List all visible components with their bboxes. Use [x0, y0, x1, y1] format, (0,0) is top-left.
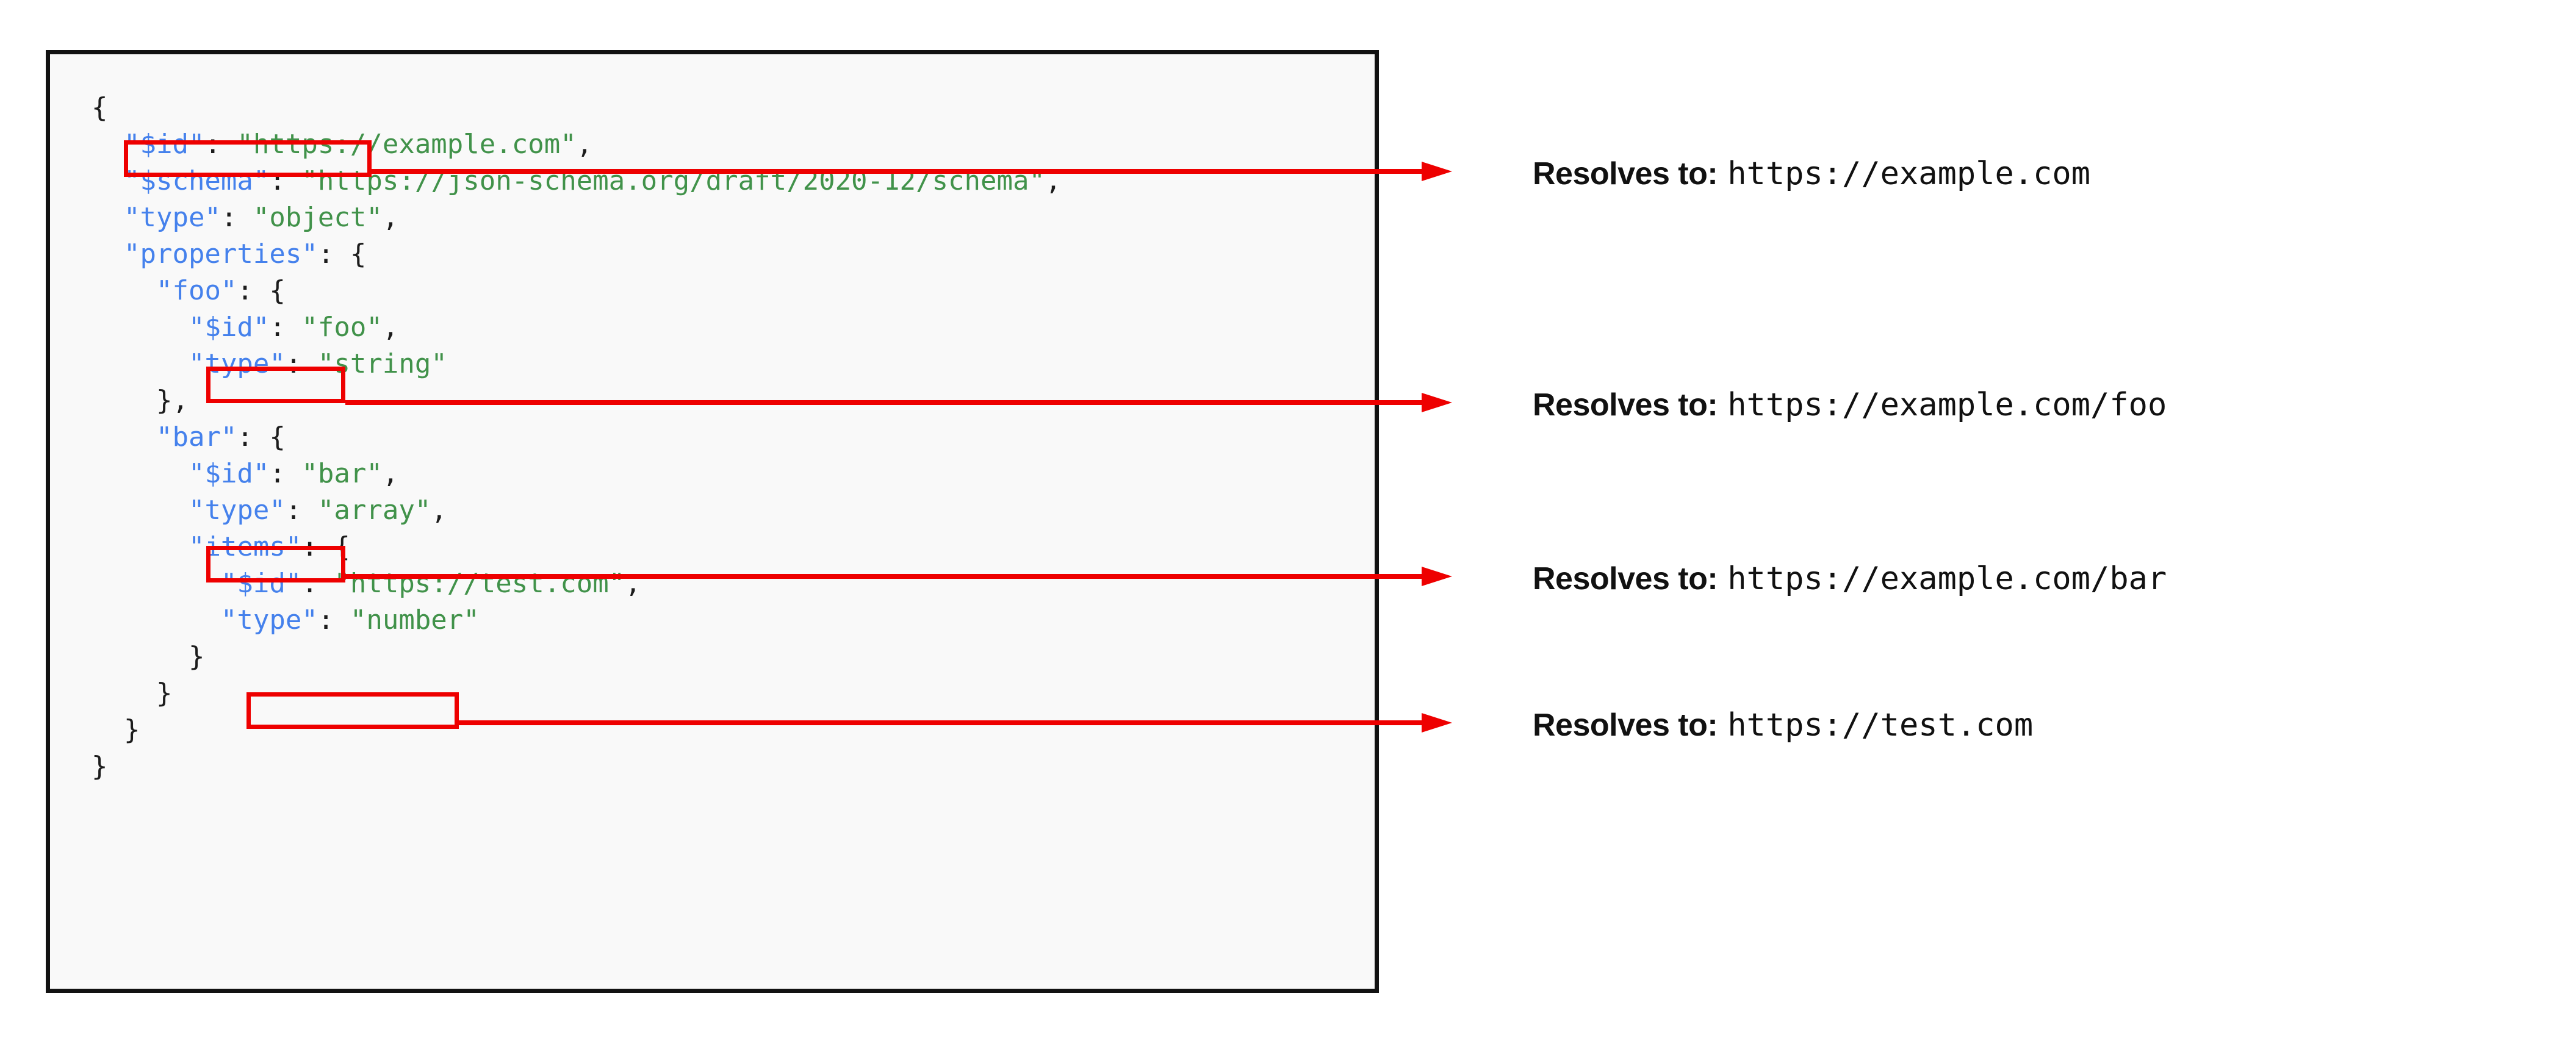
code-token-pun: } — [92, 751, 108, 782]
code-token-str: "string" — [317, 348, 447, 379]
code-token-str: "array" — [317, 495, 431, 526]
code-token-key: "foo" — [156, 275, 237, 306]
code-line: "$id": "https://example.com", — [92, 126, 1375, 163]
code-token-key: "type" — [123, 202, 221, 233]
code-token-key: "properties" — [123, 238, 318, 270]
code-line: } — [92, 748, 1375, 785]
resolve-root: Resolves to:https://example.com — [1533, 156, 2090, 192]
code-token-pun: : — [220, 202, 253, 233]
code-indent — [92, 165, 124, 196]
code-token-str: "https://json-schema.org/draft/2020-12/s… — [301, 165, 1045, 196]
code-indent — [92, 458, 189, 489]
code-line: "$id": "bar", — [92, 456, 1375, 492]
code-token-key: "$id" — [220, 568, 302, 599]
code-token-pun: : — [269, 312, 302, 343]
code-line: "items": { — [92, 529, 1375, 565]
code-token-pun: , — [382, 458, 399, 489]
code-line: } — [92, 712, 1375, 748]
code-indent — [92, 202, 124, 233]
code-token-key: "type" — [220, 604, 318, 636]
code-token-pun: : { — [317, 238, 367, 270]
code-indent — [92, 312, 189, 343]
code-token-pun: { — [92, 92, 108, 123]
code-token-key: "items" — [188, 531, 302, 562]
code-indent — [92, 275, 156, 306]
resolve-foo: Resolves to:https://example.com/foo — [1533, 387, 2167, 423]
code-token-key: "$id" — [188, 312, 270, 343]
code-indent — [92, 714, 124, 745]
code-indent — [92, 531, 189, 562]
code-indent — [92, 421, 156, 453]
resolves-to-label: Resolves to: — [1533, 708, 1718, 743]
code-token-pun: : — [204, 129, 237, 160]
code-line: "type": "string" — [92, 346, 1375, 382]
code-token-key: "$id" — [188, 458, 270, 489]
code-token-pun: , — [576, 129, 593, 160]
code-line: } — [92, 675, 1375, 712]
code-indent — [92, 568, 221, 599]
code-line: "$id": "foo", — [92, 309, 1375, 346]
code-token-key: "type" — [188, 495, 286, 526]
code-token-pun: , — [382, 202, 399, 233]
resolves-to-label: Resolves to: — [1533, 156, 1718, 192]
resolve-items: Resolves to: https://test.com — [1533, 707, 2033, 744]
code-line: "type": "array", — [92, 492, 1375, 529]
json-schema-code-panel: { "$id": "https://example.com", "$schema… — [46, 50, 1379, 993]
code-token-pun: , — [625, 568, 641, 599]
code-token-str: "bar" — [301, 458, 383, 489]
code-token-str: "object" — [253, 202, 383, 233]
code-indent — [92, 348, 189, 379]
code-token-pun: : { — [237, 421, 286, 453]
code-token-key: "$id" — [123, 129, 205, 160]
resolved-uri: https://example.com/bar — [1727, 561, 2167, 597]
resolved-uri: https://example.com/foo — [1727, 387, 2167, 423]
code-indent — [92, 641, 189, 672]
json-schema-code: { "$id": "https://example.com", "$schema… — [50, 54, 1375, 989]
resolved-uri: https://example.com — [1727, 156, 2091, 192]
resolves-to-label: Resolves to: — [1533, 561, 1718, 597]
code-line: { — [92, 90, 1375, 126]
code-token-pun: : — [269, 458, 302, 489]
code-token-pun: : — [301, 568, 334, 599]
code-indent — [92, 604, 221, 636]
code-indent — [92, 678, 156, 709]
code-line: } — [92, 639, 1375, 675]
code-token-pun: : { — [301, 531, 350, 562]
code-token-key: "type" — [188, 348, 286, 379]
code-token-pun: : — [317, 604, 350, 636]
code-line: }, — [92, 382, 1375, 419]
code-line: "foo": { — [92, 273, 1375, 309]
code-token-pun: : — [285, 495, 318, 526]
code-token-key: "bar" — [156, 421, 237, 453]
code-token-str: "foo" — [301, 312, 383, 343]
code-line: "$id": "https://test.com", — [92, 565, 1375, 602]
code-token-pun: }, — [156, 385, 189, 416]
code-token-pun: } — [123, 714, 140, 745]
code-token-str: "https://test.com" — [334, 568, 625, 599]
code-token-pun: } — [156, 678, 173, 709]
resolves-to-label: Resolves to: — [1533, 387, 1718, 423]
code-indent — [92, 495, 189, 526]
code-token-pun: : — [285, 348, 318, 379]
code-token-pun: , — [382, 312, 399, 343]
code-token-pun: } — [188, 641, 205, 672]
code-line: "type": "object", — [92, 199, 1375, 236]
code-indent — [92, 129, 124, 160]
code-token-str: "https://example.com" — [237, 129, 577, 160]
code-line: "properties": { — [92, 236, 1375, 273]
code-token-str: "number" — [350, 604, 480, 636]
code-line: "$schema": "https://json-schema.org/draf… — [92, 163, 1375, 199]
code-line: "type": "number" — [92, 602, 1375, 639]
code-indent — [92, 238, 124, 270]
resolve-bar: Resolves to:https://example.com/bar — [1533, 561, 2167, 597]
code-token-pun: , — [1045, 165, 1062, 196]
code-token-key: "$schema" — [123, 165, 270, 196]
code-token-pun: : — [269, 165, 302, 196]
resolved-uri: https://test.com — [1727, 707, 2034, 744]
code-line: "bar": { — [92, 419, 1375, 456]
code-token-pun: : { — [237, 275, 286, 306]
code-token-pun: , — [431, 495, 447, 526]
code-indent — [92, 385, 156, 416]
